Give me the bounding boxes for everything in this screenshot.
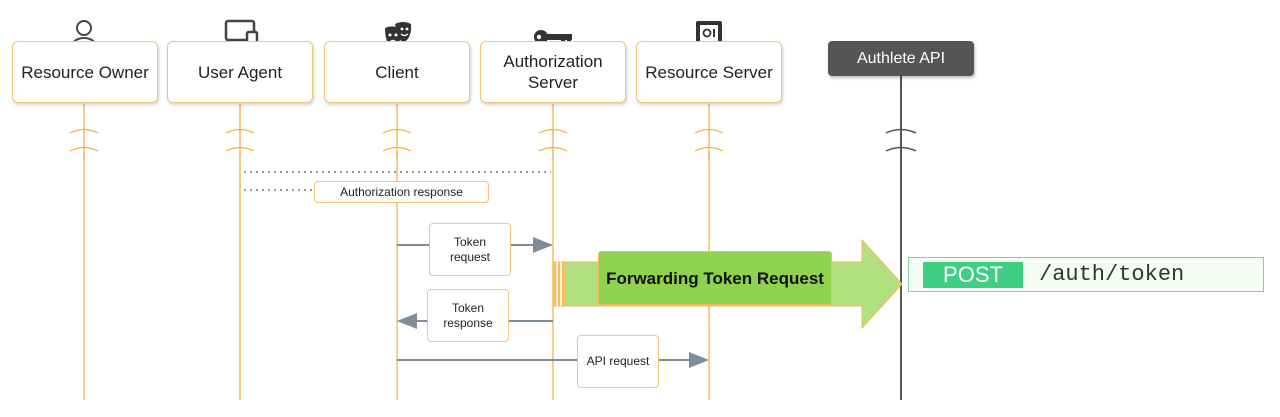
authorization-response-label: Authorization response [314, 181, 489, 203]
actor-resource-server: Resource Server [636, 41, 782, 103]
forwarding-token-request-label: Forwarding Token Request [598, 251, 832, 305]
endpoint-path: /auth/token [1039, 262, 1185, 287]
actor-label: User Agent [197, 62, 283, 82]
token-response-label: Token response [427, 289, 509, 342]
http-method-badge: POST [923, 262, 1023, 288]
api-request-label: API request [577, 335, 659, 388]
actor-user-agent: User Agent [167, 41, 313, 103]
actor-authorization-server: Authorization Server [480, 41, 626, 103]
endpoint-box: POST /auth/token [908, 257, 1264, 292]
actor-label: Resource Server [645, 62, 773, 82]
actor-label: Authorization Server [503, 52, 603, 92]
actor-label: Client [375, 62, 419, 82]
actor-client: Client [324, 41, 470, 103]
actor-authlete-api: Authlete API [828, 41, 974, 76]
api-label: Authlete API [856, 49, 946, 67]
actor-label: Resource Owner [21, 62, 149, 82]
token-request-label: Token request [429, 223, 511, 276]
actor-resource-owner: Resource Owner [12, 41, 158, 103]
